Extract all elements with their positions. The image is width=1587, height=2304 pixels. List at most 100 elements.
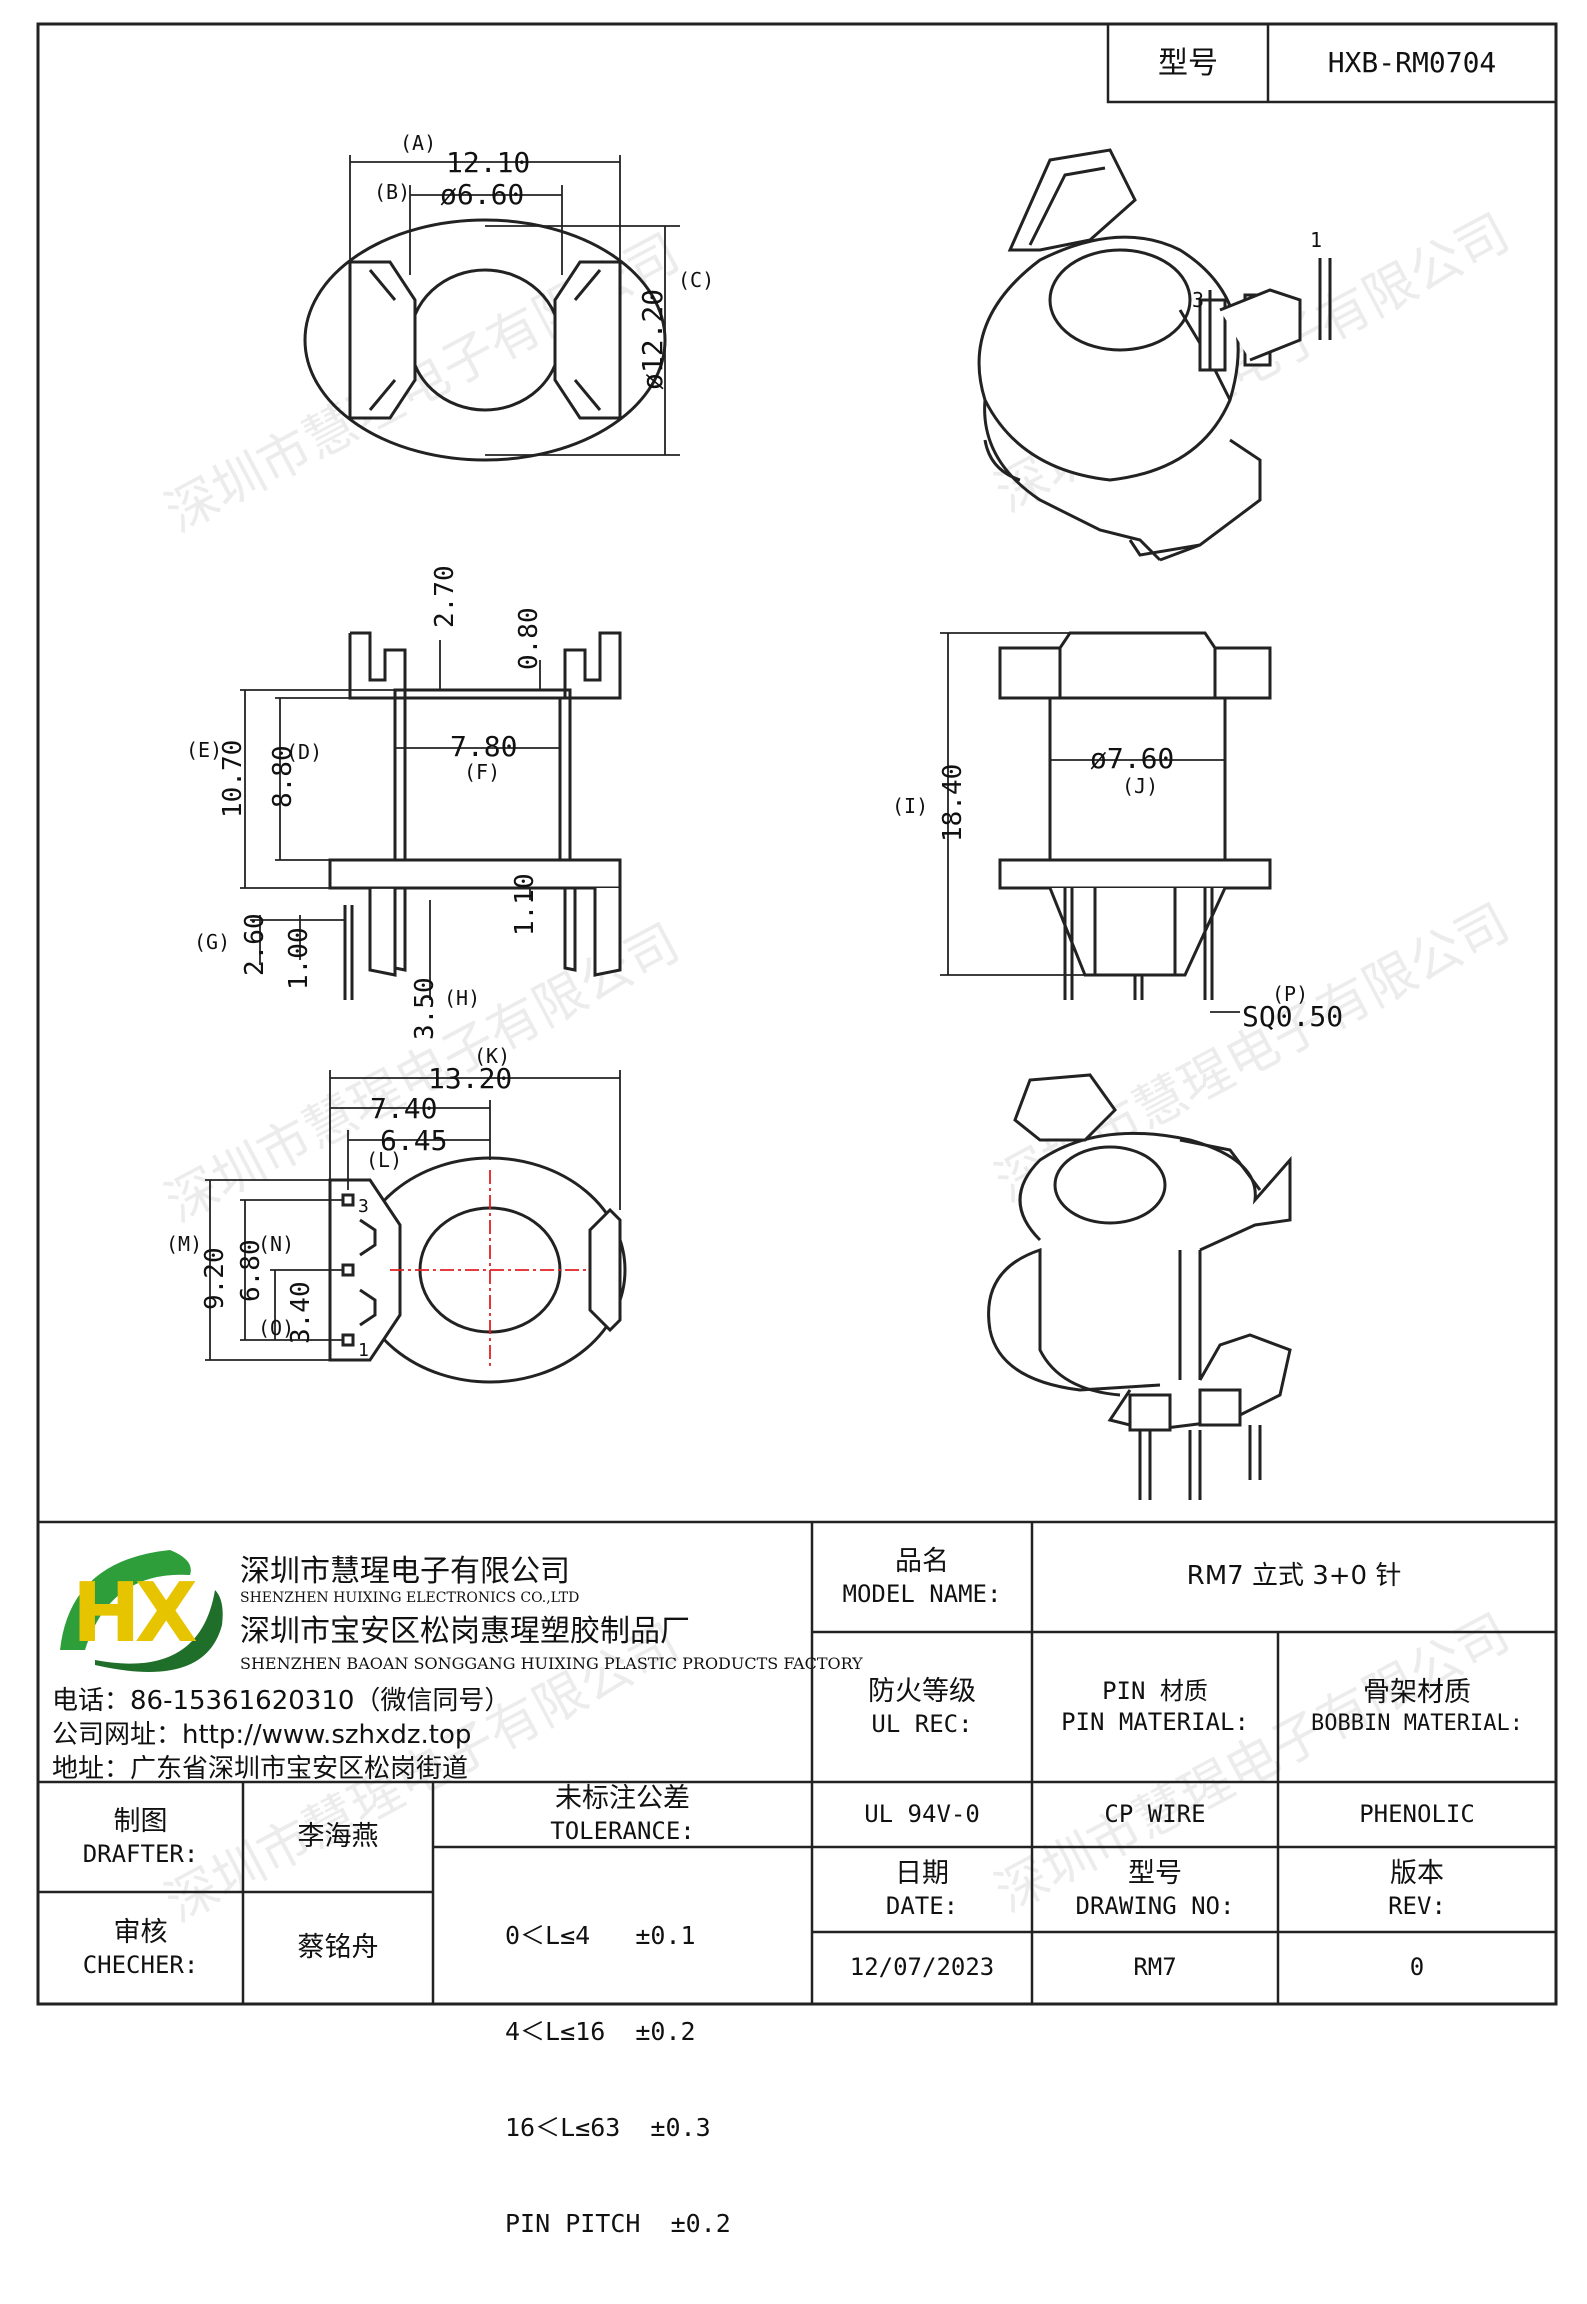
iso-view-top: [977, 148, 1332, 562]
technical-drawing: [36, 22, 1558, 2006]
top-view-dims: [349, 155, 680, 456]
iso-pin-3: 3: [1192, 288, 1205, 312]
bobbin-cn: 骨架材质: [1363, 1677, 1471, 1709]
title-block-grid: [38, 1520, 1556, 2004]
factory-name-cn: 深圳市宝安区松岗惠瑆塑胶制品厂: [240, 1614, 690, 1649]
front-view: [328, 631, 622, 1000]
tolerance-line-2: 4＜L≤16 ±0.2: [505, 2017, 696, 2046]
dim-h-value: 3.50: [410, 977, 440, 1040]
model-name-cn: 品名: [895, 1545, 949, 1577]
dim-100: 1.00: [284, 927, 314, 990]
tolerance-line-4: PIN PITCH ±0.2: [505, 2209, 731, 2238]
model-name-en: MODEL NAME:: [842, 1579, 1002, 1608]
tolerance-line-3: 16＜L≤63 ±0.3: [505, 2113, 711, 2142]
tolerance-header: 未标注公差 TOLERANCE:: [433, 1782, 812, 1847]
dim-d-value: 8.80: [268, 745, 298, 808]
dim-b-value: ø6.60: [440, 178, 525, 211]
dim-c-label: (C): [678, 268, 715, 292]
dim-i-label: (I): [892, 794, 929, 818]
dim-645: 6.45: [380, 1124, 448, 1157]
dim-m-value: 9.20: [200, 1247, 230, 1310]
iso-pin-1: 1: [1310, 228, 1323, 252]
dim-p-value: SQ0.50: [1242, 1000, 1344, 1033]
bottom-view-dims: [205, 1070, 621, 1361]
company-name-cn: 深圳市慧瑆电子有限公司: [240, 1554, 570, 1589]
tolerance-line-1: 0＜L≤4 ±0.1: [505, 1921, 696, 1950]
dim-e-value: 10.70: [218, 739, 248, 818]
dim-j-label: (J): [1122, 774, 1159, 798]
sheet-border: [36, 22, 1558, 2006]
side-view-dims: [940, 632, 1240, 1013]
dim-g-label: (G): [194, 930, 231, 954]
dim-740: 7.40: [370, 1092, 438, 1125]
dim-270: 2.70: [430, 565, 460, 628]
drafter-cn: 制图: [113, 1805, 168, 1837]
bottom-pin-1: 1: [358, 1340, 369, 1361]
dim-c-value: ø12.20: [636, 288, 669, 390]
ul-cn: 防火等级: [868, 1675, 976, 1707]
drafter-en: DRAFTER:: [82, 1839, 199, 1868]
date-value: 12/07/2023: [849, 1953, 995, 1982]
bottom-view-centerlines: [390, 1170, 590, 1370]
rev-en: REV:: [1388, 1892, 1446, 1921]
dim-f-value: 7.80: [450, 730, 518, 763]
dim-o-value: 3.40: [286, 1281, 316, 1344]
ul-value: UL 94V-0: [864, 1799, 980, 1828]
date-en: DATE:: [885, 1892, 959, 1921]
dim-a-value: 12.10: [446, 146, 531, 179]
dim-g-value: 2.60: [240, 913, 270, 976]
logo-letters: HX: [72, 1566, 198, 1661]
checker-cn: 审核: [113, 1916, 168, 1948]
drafter-name: 李海燕: [297, 1821, 379, 1853]
dim-j-value: ø7.60: [1090, 742, 1175, 775]
ul-header: 防火等级 UL REC:: [812, 1632, 1032, 1782]
dim-f-label: (F): [464, 760, 501, 784]
rev-cn: 版本: [1390, 1858, 1444, 1890]
dim-m-label: (M): [166, 1232, 203, 1256]
company-phone: 电话：86-15361620310（微信同号）: [52, 1686, 511, 1716]
dim-a-label: (A): [400, 131, 437, 155]
ul-en: UL REC:: [871, 1709, 973, 1738]
model-value: HXB-RM0704: [1327, 45, 1497, 79]
date-cn: 日期: [895, 1858, 949, 1890]
model-name-value: RM7 立式 3+0 针: [1186, 1561, 1402, 1592]
dim-080: 0.80: [514, 607, 544, 670]
dim-l-label: (L): [366, 1148, 403, 1172]
dim-110: 1.10: [510, 873, 540, 936]
bottom-pin-3: 3: [358, 1196, 369, 1217]
iso-view-bottom: [987, 1073, 1292, 1500]
dim-d-label: (D): [286, 740, 323, 764]
date-header: 日期 DATE:: [812, 1847, 1032, 1932]
model-label: 型号: [1158, 45, 1218, 81]
dim-n-label: (N): [258, 1232, 295, 1256]
tolerance-values: 0＜L≤4 ±0.1 4＜L≤16 ±0.2 16＜L≤63 ±0.3 PIN …: [505, 1856, 731, 2304]
front-view-dims: [240, 640, 560, 1000]
bobbin-en: BOBBIN MATERIAL:: [1311, 1711, 1523, 1737]
drawing-en: DRAWING NO:: [1075, 1892, 1235, 1921]
pin-value: CP WIRE: [1104, 1799, 1206, 1828]
tolerance-en: TOLERANCE:: [550, 1817, 695, 1846]
rev-header: 版本 REV:: [1278, 1847, 1556, 1932]
dim-e-label: (E): [186, 738, 223, 762]
tolerance-cn: 未标注公差: [555, 1783, 690, 1815]
side-view: [998, 631, 1272, 1000]
pin-header: PIN 材质 PIN MATERIAL:: [1032, 1632, 1278, 1782]
drafter-header: 制图 DRAFTER:: [38, 1782, 243, 1892]
drawing-sheet: 深圳市慧瑆电子有限公司 深圳市慧瑆电子有限公司 深圳市慧瑆电子有限公司 深圳市慧…: [36, 22, 1558, 2238]
dim-b-label: (B): [374, 180, 411, 204]
dim-p-label: (P): [1272, 982, 1309, 1006]
pin-cn: PIN 材质: [1102, 1676, 1208, 1705]
bobbin-value: PHENOLIC: [1359, 1799, 1475, 1828]
checker-header: 审核 CHECHER:: [38, 1892, 243, 2004]
dim-k-label: (K): [474, 1044, 511, 1068]
company-website: 公司网址：http://www.szhxdz.top: [52, 1720, 472, 1750]
company-address: 地址：广东省深圳市宝安区松岗街道: [52, 1754, 469, 1784]
checker-en: CHECHER:: [82, 1950, 199, 1979]
checker-name: 蔡铭舟: [297, 1932, 379, 1964]
dim-o-label: (O): [258, 1316, 295, 1340]
dim-h-label: (H): [444, 986, 481, 1010]
dim-k-value: 13.20: [428, 1062, 513, 1095]
model-box: [1106, 22, 1558, 104]
model-name-header: 品名 MODEL NAME:: [812, 1522, 1032, 1632]
rev-value: 0: [1409, 1953, 1425, 1982]
